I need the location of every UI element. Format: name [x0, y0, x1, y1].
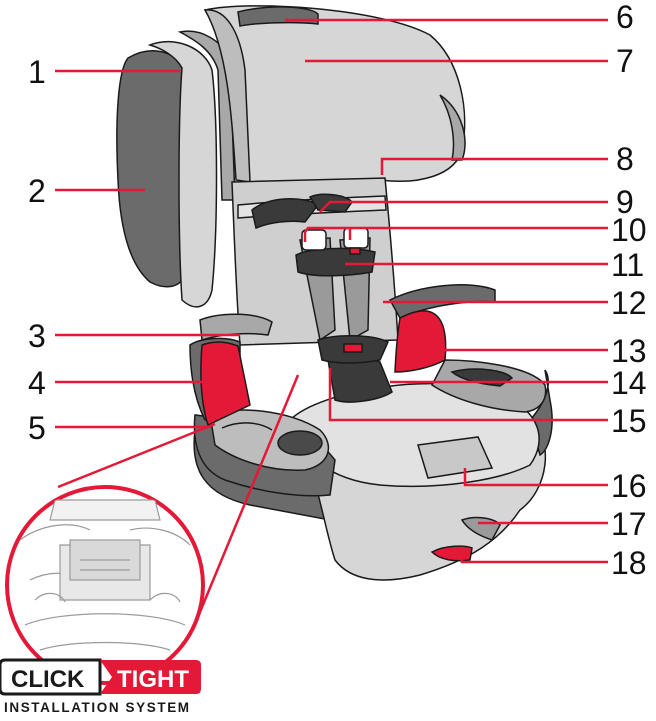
callout-16: 16 [611, 468, 647, 504]
callout-14: 14 [611, 365, 647, 401]
callout-3: 3 [28, 318, 46, 354]
callout-8: 8 [616, 141, 634, 177]
callout-numbers: 1 2 3 4 5 6 7 8 9 10 11 12 13 14 15 16 1… [28, 0, 647, 581]
callout-7: 7 [616, 43, 634, 79]
crotch-buckle [317, 334, 393, 403]
logo-subtitle: INSTALLATION SYSTEM [4, 700, 191, 715]
headrest [203, 5, 466, 183]
left-armrest [189, 313, 273, 427]
clicktight-logo: CLICK TIGHT INSTALLATION SYSTEM [0, 658, 201, 715]
callout-13: 13 [611, 333, 647, 369]
callout-4: 4 [28, 365, 46, 401]
callout-9: 9 [616, 184, 634, 220]
side-wing [116, 30, 236, 308]
clicktight-inset [5, 374, 300, 685]
logo-word-right: TIGHT [117, 666, 189, 693]
callout-15: 15 [611, 403, 647, 439]
callout-5: 5 [28, 410, 46, 446]
callout-11: 11 [611, 247, 644, 283]
callout-10: 10 [611, 212, 647, 248]
callout-2: 2 [28, 173, 46, 209]
callout-18: 18 [611, 545, 647, 581]
logo-word-left: CLICK [11, 666, 85, 693]
callout-12: 12 [611, 285, 647, 321]
callout-17: 17 [611, 506, 647, 542]
callout-6: 6 [616, 0, 634, 35]
callout-1: 1 [28, 54, 46, 90]
leader-lines [55, 18, 608, 564]
